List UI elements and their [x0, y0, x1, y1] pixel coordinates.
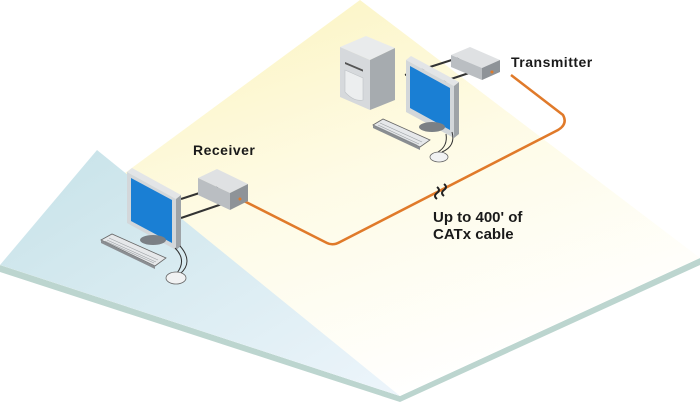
- receiver-box-icon: [198, 169, 248, 210]
- cable-label-line-1: Up to 400' of: [433, 209, 523, 226]
- transmitter-box-icon: [451, 47, 500, 80]
- local-keyboard-icon: [372, 118, 431, 150]
- catx-cable: [241, 74, 566, 246]
- remote-monitor-icon: [127, 168, 181, 250]
- transmitter-label: Transmitter: [511, 54, 593, 70]
- floor-blue-area: [0, 150, 400, 396]
- remote-mouse-icon: [165, 245, 188, 285]
- receiver-label: Receiver: [193, 142, 256, 158]
- local-monitor-icon: [406, 56, 459, 138]
- cable-length-label: Up to 400' of CATx cable: [433, 209, 522, 243]
- tower-pc-icon: [340, 36, 395, 110]
- local-mouse-icon: [429, 131, 454, 163]
- cable-label-line-2: CATx cable: [433, 226, 514, 243]
- remote-keyboard-icon: [100, 233, 167, 269]
- cable-break-icon: [434, 183, 447, 200]
